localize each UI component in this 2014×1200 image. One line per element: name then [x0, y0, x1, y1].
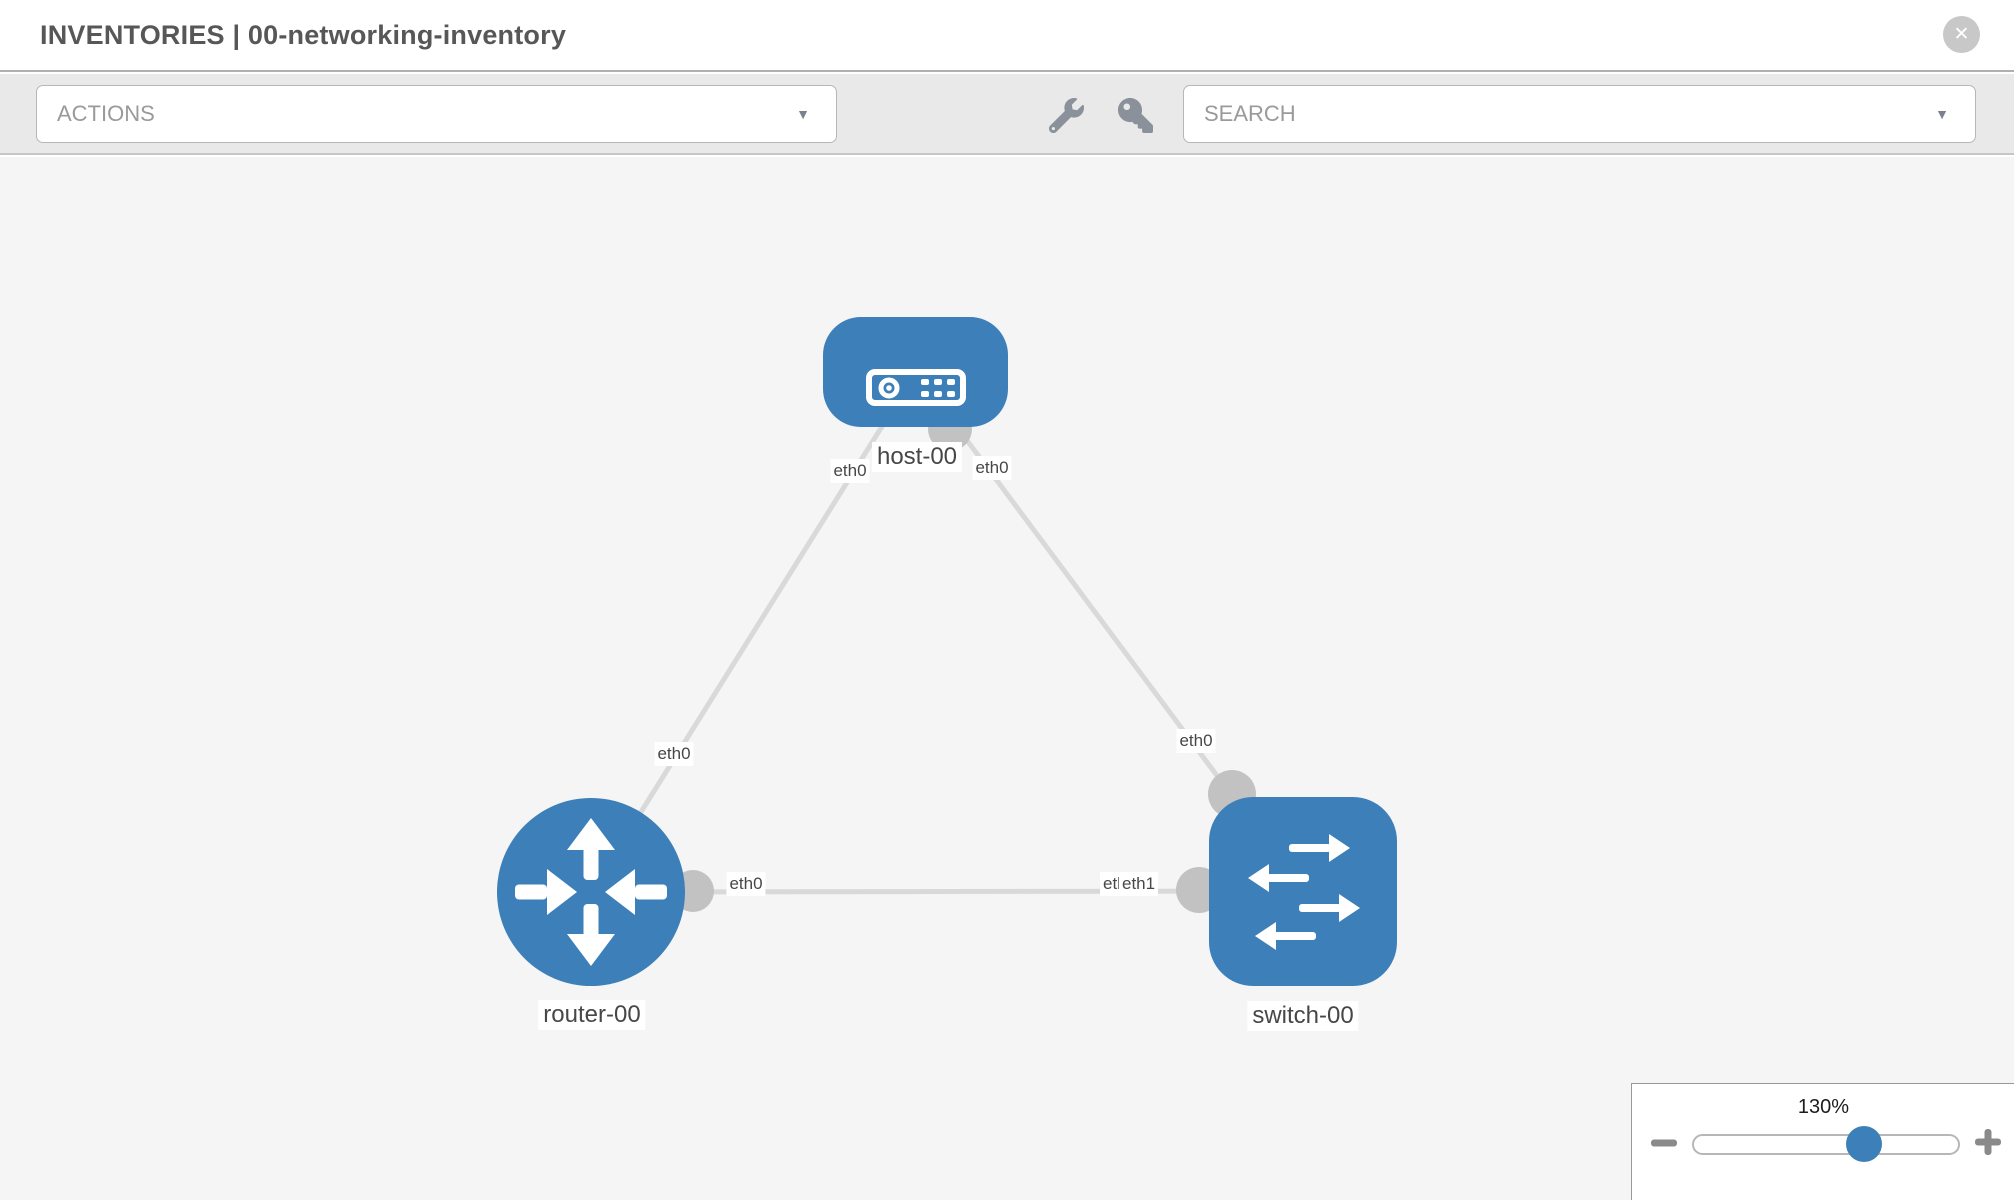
topology-canvas[interactable]: host-00 router-00 switch-00 eth0 eth0 et… — [0, 157, 2014, 1200]
link-router-host[interactable] — [588, 370, 919, 894]
switch-icon — [1248, 834, 1360, 950]
minus-icon — [1651, 1139, 1677, 1147]
host-icon — [866, 369, 966, 406]
iface-label-host-eth0-right: eth0 — [972, 456, 1012, 480]
iface-label-switch-eth0-uplink: eth0 — [1176, 729, 1216, 753]
node-switch-00[interactable] — [1209, 797, 1397, 986]
close-icon: ✕ — [1953, 24, 1970, 45]
toolbar: ACTIONS ▼ SEARCH ▼ — [0, 74, 2014, 155]
node-label-host: host-00 — [871, 442, 963, 472]
zoom-slider-track[interactable] — [1692, 1134, 1960, 1155]
node-host-00[interactable] — [823, 317, 1008, 427]
zoom-panel: 130% — [1631, 1083, 2014, 1200]
actions-dropdown[interactable]: ACTIONS ▼ — [36, 85, 837, 143]
iface-label-switch-eth1: eth1 — [1119, 872, 1159, 896]
close-button[interactable]: ✕ — [1943, 16, 1980, 53]
actions-dropdown-label: ACTIONS — [57, 101, 155, 126]
iface-label-host-eth0-left: eth0 — [830, 459, 870, 483]
router-icon — [515, 818, 667, 966]
node-label-router: router-00 — [538, 1000, 646, 1030]
wrench-icon[interactable] — [1048, 98, 1084, 134]
plus-icon — [1975, 1129, 2001, 1155]
search-dropdown[interactable]: SEARCH ▼ — [1183, 85, 1976, 143]
iface-label-router-eth0: eth0 — [726, 872, 766, 896]
chevron-down-icon: ▼ — [796, 106, 810, 122]
zoom-slider-thumb[interactable] — [1846, 1126, 1882, 1162]
search-dropdown-label: SEARCH — [1204, 101, 1296, 126]
key-icon[interactable] — [1118, 98, 1153, 133]
iface-label-router-eth0-uplink: eth0 — [654, 742, 694, 766]
zoom-level-readout: 130% — [1797, 1096, 1850, 1118]
page-title: INVENTORIES | 00-networking-inventory — [40, 19, 567, 50]
zoom-out-button[interactable] — [1650, 1129, 1678, 1157]
chevron-down-icon: ▼ — [1935, 106, 1949, 122]
zoom-in-button[interactable] — [1974, 1128, 2002, 1156]
node-router-00[interactable] — [497, 798, 685, 986]
header: INVENTORIES | 00-networking-inventory — [0, 0, 2014, 72]
node-label-switch: switch-00 — [1247, 1001, 1359, 1031]
